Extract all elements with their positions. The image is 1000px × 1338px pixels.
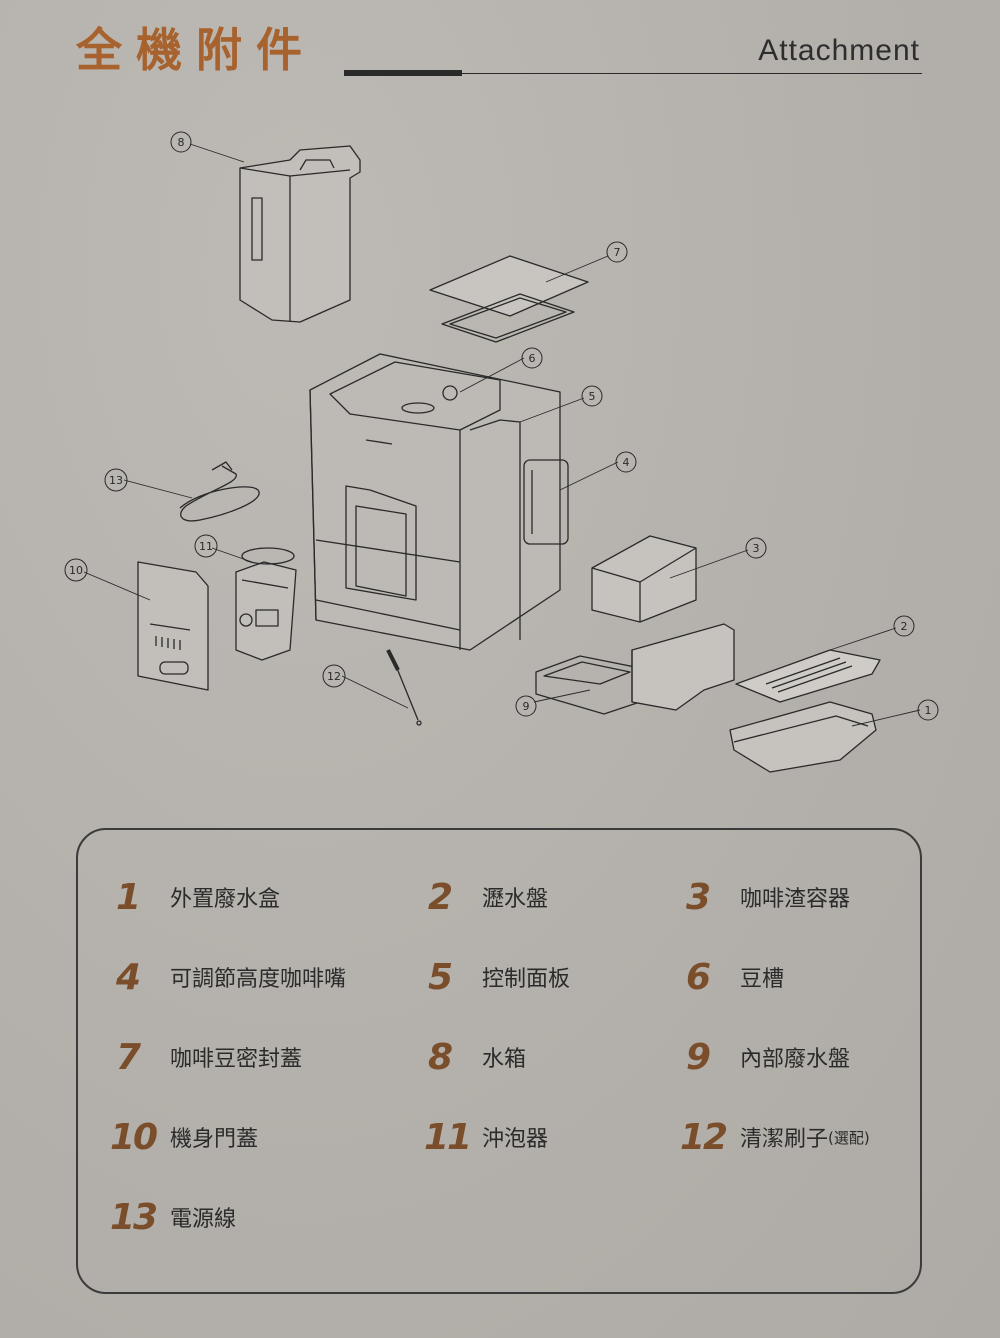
callout-11-label: 11 bbox=[199, 540, 213, 553]
page-subtitle: Attachment bbox=[758, 34, 920, 67]
legend-box bbox=[76, 828, 922, 1294]
title-underline-thick bbox=[344, 70, 462, 76]
legend-number: 13 bbox=[110, 1196, 158, 1238]
power-cord-drawing bbox=[179, 461, 260, 522]
legend-item-13: 13 電源線 bbox=[110, 1192, 236, 1242]
legend-number: 6 bbox=[686, 956, 711, 998]
legend-item-5: 5 控制面板 bbox=[428, 952, 570, 1002]
callout-3: 3 bbox=[745, 537, 767, 559]
legend-number: 7 bbox=[116, 1036, 141, 1078]
water-tank-drawing bbox=[239, 145, 361, 323]
legend-label: 水箱 bbox=[482, 1047, 527, 1072]
page-title: 全機附件 bbox=[76, 23, 316, 77]
legend-label: 電源線 bbox=[170, 1207, 237, 1232]
callout-7: 7 bbox=[606, 241, 628, 263]
callout-1: 1 bbox=[917, 699, 939, 721]
callout-10-label: 10 bbox=[69, 564, 83, 577]
legend-item-2: 2 瀝水盤 bbox=[428, 872, 548, 922]
legend-item-11: 11 沖泡器 bbox=[424, 1112, 548, 1162]
callout-2: 2 bbox=[893, 615, 915, 637]
door-cover-drawing bbox=[137, 561, 209, 691]
legend-number: 2 bbox=[428, 876, 453, 918]
callout-13-label: 13 bbox=[109, 474, 123, 487]
internal-drip-tray-drawing bbox=[535, 655, 641, 715]
callout-5: 5 bbox=[581, 385, 603, 407]
callout-10: 10 bbox=[64, 558, 88, 582]
machine-body-drawing bbox=[309, 353, 569, 651]
legend-label: 外置廢水盒 bbox=[170, 887, 281, 912]
grounds-container-drawing bbox=[591, 535, 697, 623]
callout-1-label: 1 bbox=[925, 704, 932, 717]
legend-number: 11 bbox=[424, 1116, 472, 1158]
legend-item-7: 7 咖啡豆密封蓋 bbox=[116, 1032, 302, 1082]
callout-11: 11 bbox=[194, 534, 218, 558]
legend-number: 10 bbox=[110, 1116, 158, 1158]
legend-label: 咖啡渣容器 bbox=[740, 887, 851, 912]
legend-item-3: 3 咖啡渣容器 bbox=[686, 872, 850, 922]
legend-number: 8 bbox=[428, 1036, 453, 1078]
legend-label: 瀝水盤 bbox=[482, 887, 549, 912]
legend-number: 1 bbox=[116, 876, 141, 918]
external-waste-box-drawing bbox=[729, 701, 877, 773]
legend-number: 5 bbox=[428, 956, 453, 998]
legend-label: 清潔刷子 bbox=[740, 1127, 829, 1152]
rear-bracket-drawing bbox=[631, 623, 735, 711]
callout-9: 9 bbox=[515, 695, 537, 717]
callout-8-label: 8 bbox=[178, 136, 185, 149]
legend-item-9: 9 內部廢水盤 bbox=[686, 1032, 850, 1082]
callout-4: 4 bbox=[615, 451, 637, 473]
legend-item-6: 6 豆槽 bbox=[686, 952, 784, 1002]
legend-label: 機身門蓋 bbox=[170, 1127, 259, 1152]
callout-2-label: 2 bbox=[901, 620, 908, 633]
legend-label: 咖啡豆密封蓋 bbox=[170, 1047, 303, 1072]
legend-number: 3 bbox=[686, 876, 711, 918]
callout-12-label: 12 bbox=[327, 670, 341, 683]
legend-number: 12 bbox=[680, 1116, 728, 1158]
legend-number: 9 bbox=[686, 1036, 711, 1078]
callout-4-label: 4 bbox=[623, 456, 630, 469]
legend-label: 沖泡器 bbox=[482, 1127, 549, 1152]
legend-item-1: 1 外置廢水盒 bbox=[116, 872, 280, 922]
bean-lid-drawing bbox=[429, 255, 589, 343]
legend-item-8: 8 水箱 bbox=[428, 1032, 526, 1082]
callout-6: 6 bbox=[521, 347, 543, 369]
legend-number: 4 bbox=[116, 956, 141, 998]
legend-label: 可調節高度咖啡嘴 bbox=[170, 967, 347, 992]
legend-label: 控制面板 bbox=[482, 967, 571, 992]
legend-item-10: 10 機身門蓋 bbox=[110, 1112, 258, 1162]
callout-12: 12 bbox=[322, 664, 346, 688]
legend-item-4: 4 可調節高度咖啡嘴 bbox=[116, 952, 346, 1002]
callout-13: 13 bbox=[104, 468, 128, 492]
callout-6-label: 6 bbox=[529, 352, 536, 365]
legend-label: 內部廢水盤 bbox=[740, 1047, 851, 1072]
callout-leaders bbox=[83, 143, 921, 727]
callout-5-label: 5 bbox=[589, 390, 596, 403]
brush-drawing bbox=[386, 649, 422, 726]
legend-item-12: 12 清潔刷子(選配) bbox=[680, 1112, 870, 1162]
brewer-drawing bbox=[235, 547, 297, 661]
callout-7-label: 7 bbox=[614, 246, 621, 259]
legend-label-note: (選配) bbox=[828, 1128, 870, 1147]
callout-9-label: 9 bbox=[523, 700, 530, 713]
exploded-diagram: 8 7 6 5 4 3 2 1 9 13 11 10 12 bbox=[64, 131, 939, 773]
legend-label: 豆槽 bbox=[740, 967, 785, 992]
callout-3-label: 3 bbox=[753, 542, 760, 555]
callout-8: 8 bbox=[170, 131, 192, 153]
title-underline-thin bbox=[462, 73, 922, 74]
drip-grate-drawing bbox=[735, 649, 881, 703]
